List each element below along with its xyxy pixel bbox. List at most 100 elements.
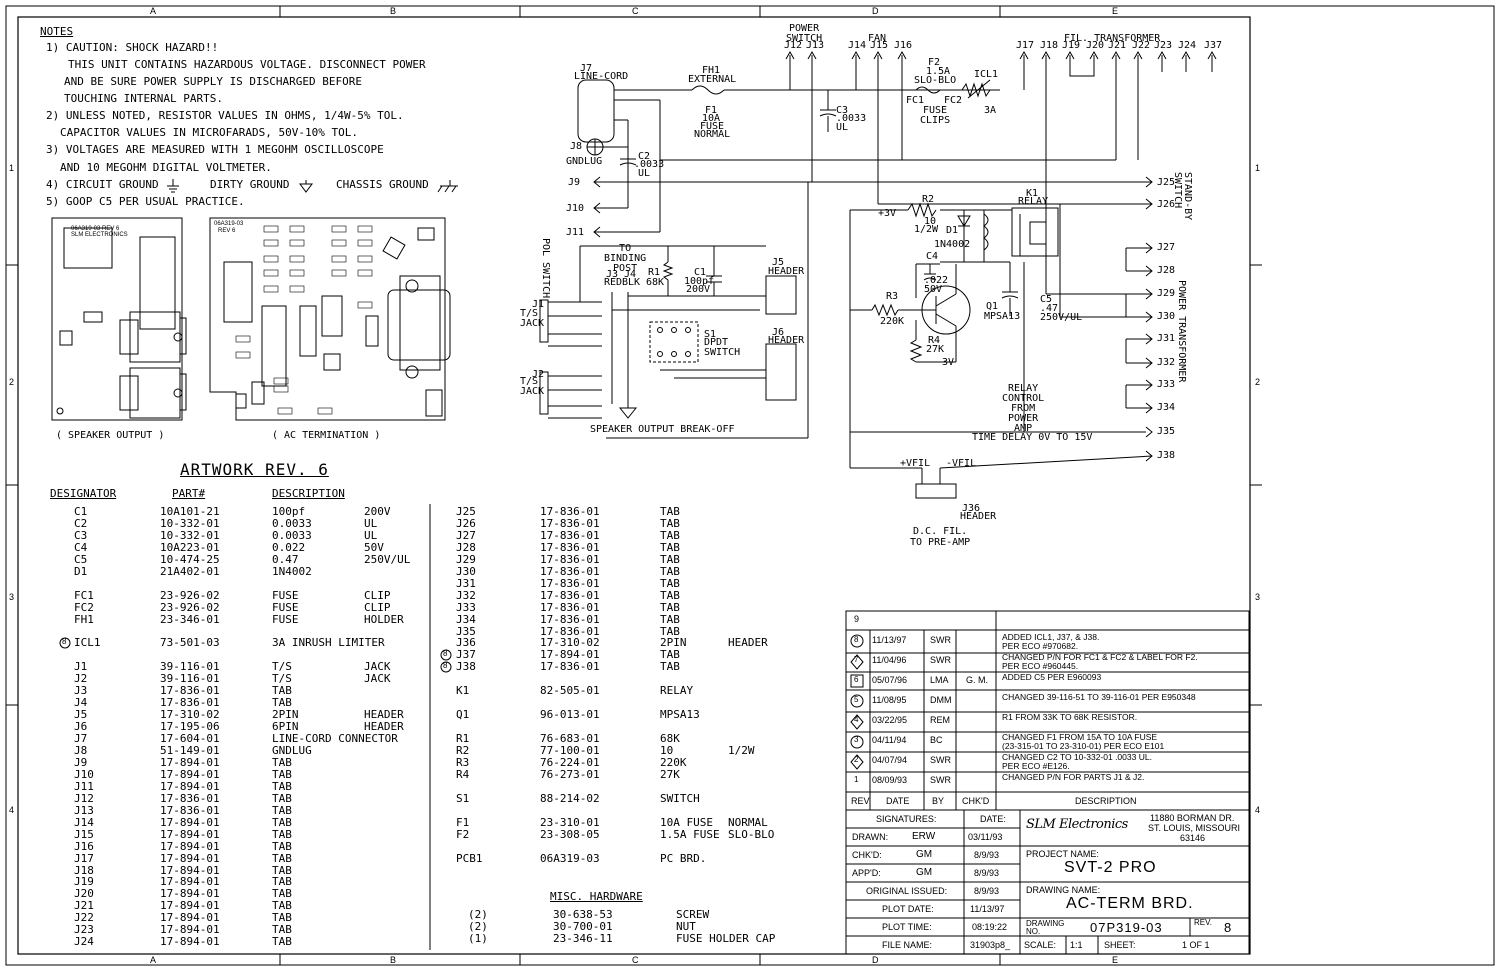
part-number: 10-474-25	[160, 552, 220, 566]
part-rating: HEADER	[728, 636, 768, 650]
part-designator: J28	[456, 540, 476, 554]
plot-time-value: 08:19:22	[972, 922, 1008, 932]
j9-label: J9	[568, 177, 581, 188]
part-designator: Q1	[456, 708, 470, 722]
part-number: 51-149-01	[160, 744, 220, 757]
part-number: 17-836-01	[540, 612, 600, 626]
rev-date: 11/13/97	[872, 635, 907, 645]
part-designator: J31	[456, 576, 476, 590]
c5-label: C5	[1040, 294, 1053, 305]
misc-part: 30-638-53	[553, 908, 613, 921]
right-jack-label: J28	[1157, 265, 1176, 276]
part-designator: D1	[74, 564, 88, 578]
drawing-number: 07P319-03	[1090, 920, 1163, 935]
note-line: 3) VOLTAGES ARE MEASURED WITH 1 MEGOHM O…	[46, 143, 384, 156]
part-description: FUSE	[272, 588, 299, 602]
part-number: 17-836-01	[540, 624, 600, 638]
misc-desc: NUT	[676, 920, 696, 933]
misc-qty: (1)	[468, 932, 488, 945]
appd-date: 8/9/93	[974, 868, 1000, 878]
drawn-label: DRAWN:	[852, 832, 889, 842]
part-number: 17-894-01	[160, 911, 220, 925]
rev-by: DMM	[930, 695, 952, 705]
part-number: 17-894-01	[160, 923, 220, 937]
part-description: TAB	[272, 935, 292, 949]
part-description: 2PIN	[272, 708, 299, 722]
part-rating: UL	[364, 528, 378, 542]
project-name-label: PROJECT NAME:	[1026, 849, 1099, 859]
part-description: TAB	[272, 863, 292, 877]
note-line: 4) CIRCUIT GROUND	[46, 178, 159, 191]
part-number: 17-836-01	[540, 660, 600, 674]
grid-col-a: A	[150, 6, 157, 16]
grid-col-d-bottom: D	[872, 955, 879, 965]
part-description: 0.47	[272, 552, 299, 566]
j8-label: J8	[570, 141, 583, 152]
fan-label: FAN	[868, 33, 887, 44]
part-designator: J6	[74, 720, 88, 734]
part-number: 96-013-01	[540, 708, 600, 722]
part-description: 1.5A FUSE	[660, 827, 720, 841]
ac-termination-caption: ( AC TERMINATION )	[272, 430, 381, 441]
right-jack-label: J25	[1157, 177, 1176, 188]
right-jack-label: J33	[1157, 379, 1176, 390]
speaker-output-caption: ( SPEAKER OUTPUT )	[56, 430, 165, 441]
part-designator: J35	[456, 624, 476, 638]
grid-col-c: C	[632, 6, 639, 16]
part-number: 21A402-01	[160, 564, 220, 578]
f1-normal: NORMAL	[694, 129, 731, 140]
top-jack-label: J13	[806, 40, 825, 51]
j10-label: J10	[566, 203, 585, 214]
rev-label: REV.	[1194, 918, 1212, 927]
part-description: 27K	[660, 767, 680, 781]
rev-description: CHANGED P/N FOR FC1 & FC2 & LABEL FOR F2…	[1002, 652, 1198, 671]
grid-row-2: 2	[9, 377, 15, 387]
c3-value: .0033	[836, 113, 867, 124]
part-number: 23-926-02	[160, 600, 220, 614]
part-designator: C1	[74, 505, 88, 518]
minus-3v-label: -3V	[936, 357, 955, 368]
top-jack-label: J12	[784, 40, 803, 51]
part-description: T/S	[272, 672, 292, 686]
address-line-2: ST. LOUIS, MISSOURI	[1148, 823, 1241, 833]
rev-description: CHANGED P/N FOR PARTS J1 & J2.	[1002, 772, 1145, 782]
note-line: 5) GOOP C5 PER USUAL PRACTICE.	[46, 195, 245, 208]
part-number: 10A101-21	[160, 505, 220, 518]
part-number: 17-836-01	[540, 564, 600, 578]
c5-voltage: 250V/UL	[1040, 312, 1083, 323]
part-designator: R2	[456, 744, 470, 757]
f2-value: 1.5A	[926, 66, 951, 77]
part-designator: C3	[74, 528, 88, 542]
part-designator: J29	[456, 552, 476, 566]
part-designator: J24	[74, 935, 94, 949]
address-line-3: 63146	[1180, 833, 1206, 843]
k1-label: K1	[1026, 188, 1039, 199]
part-description: 0.0033	[272, 528, 312, 542]
pcb-speaker-mfr-label: SLM ELECTRONICS	[71, 232, 128, 238]
grid-row-3-right: 3	[1255, 592, 1261, 602]
part-number: 17-836-01	[540, 505, 600, 518]
part-description: TAB	[272, 911, 292, 925]
part-number: 73-501-03	[160, 636, 220, 650]
rev-next-number: 9	[854, 614, 860, 624]
f2-type: SLO-BLO	[914, 75, 957, 86]
part-rating: HEADER	[364, 708, 404, 722]
part-number: 17-894-01	[160, 827, 220, 841]
time-delay-label: TIME DELAY 0V TO 15V	[972, 432, 1093, 443]
part-designator: J10	[74, 767, 94, 781]
part-designator: J12	[74, 791, 94, 805]
part-designator: J1	[74, 660, 88, 674]
part-designator: J3	[74, 684, 88, 698]
grid-col-c-bottom: C	[632, 955, 639, 965]
right-jack-label: J26	[1157, 199, 1176, 210]
r1-value: 68K	[646, 277, 665, 288]
part-number: 17-894-01	[160, 899, 220, 913]
grid-col-a-bottom: A	[150, 955, 157, 965]
address-line-1: 11880 BORMAN DR.	[1150, 813, 1235, 823]
c2-label: C2	[638, 151, 651, 162]
rev-description: ADDED ICL1, J37, & J38. PER ECO #970682.	[1002, 632, 1100, 651]
top-jack-label: J16	[894, 40, 913, 51]
part-description: TAB	[272, 684, 292, 698]
original-issued-label: ORIGINAL ISSUED:	[866, 886, 948, 896]
